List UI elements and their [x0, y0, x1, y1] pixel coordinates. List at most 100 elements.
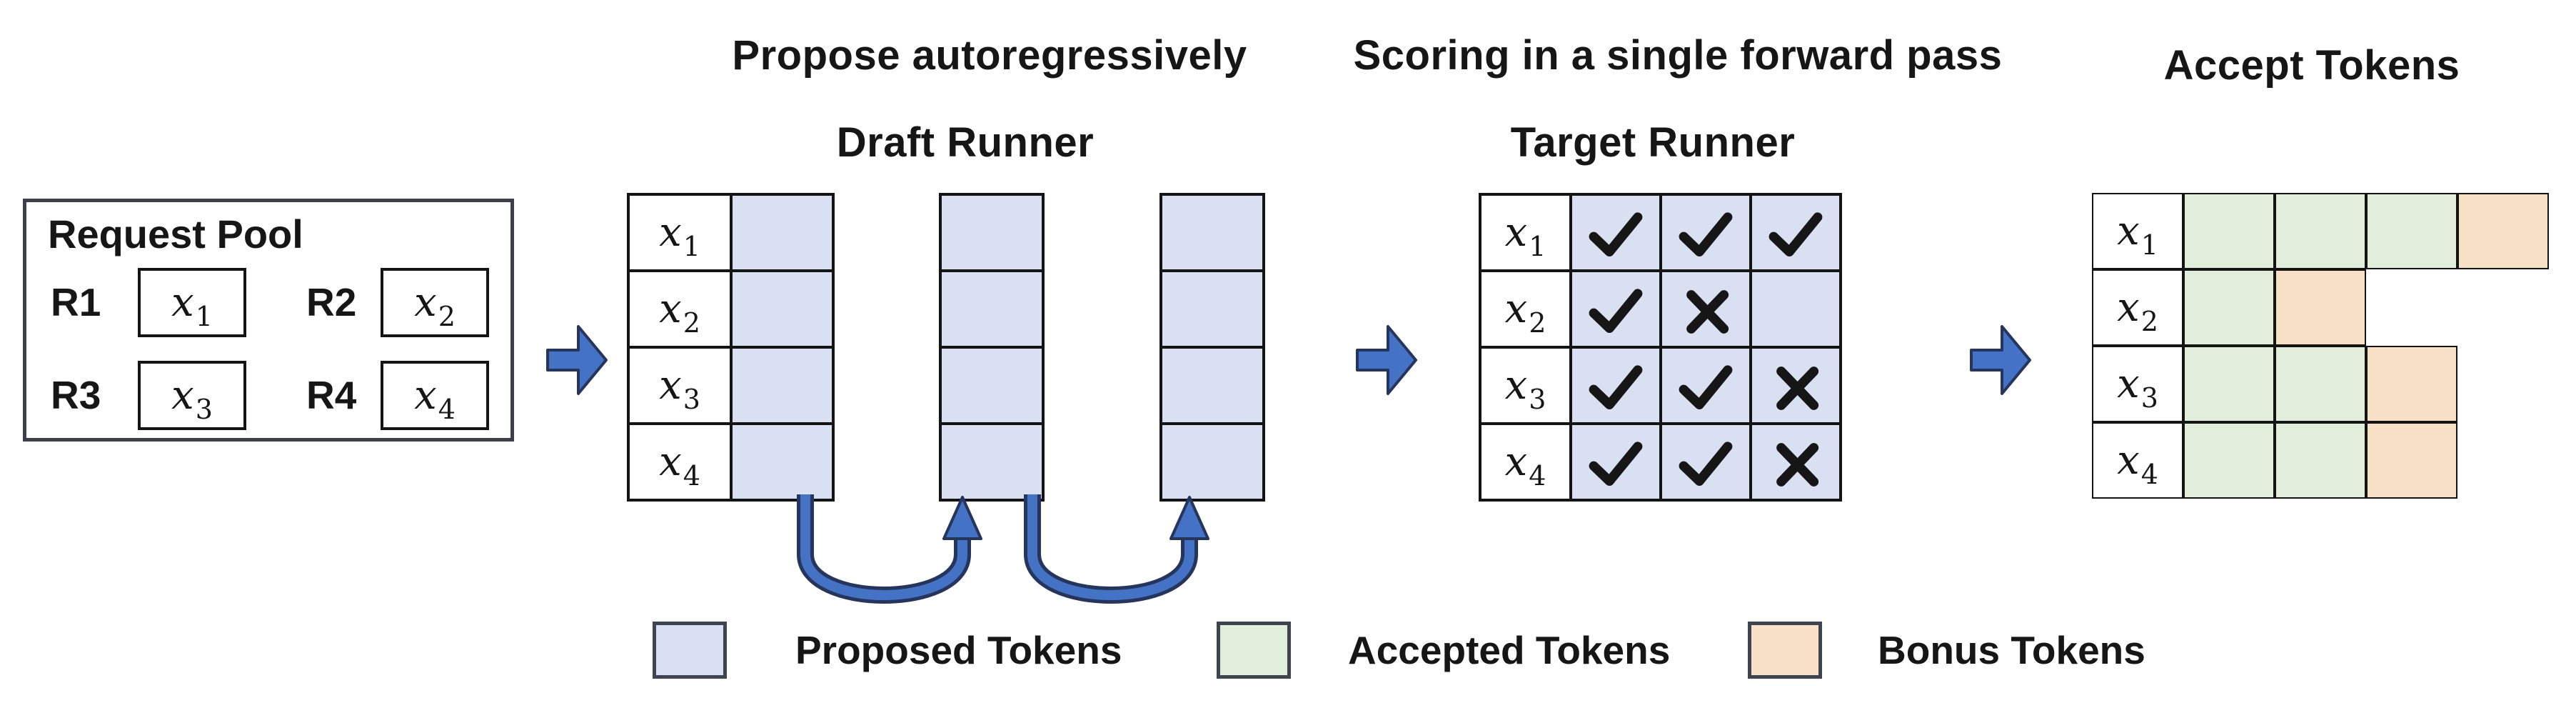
proposed-token-cell — [731, 347, 833, 424]
accepted-token-cell — [2183, 422, 2275, 499]
cross-mark-icon — [1776, 442, 1819, 487]
heading-accept-tokens: Accept Tokens — [2163, 42, 2460, 89]
draft-row-label: x4 — [628, 424, 731, 500]
flow-arrow-icon — [1356, 325, 1417, 395]
accept-tokens-grid: x1 x2 x3 x4 — [2092, 193, 2549, 499]
proposed-tokens-swatch — [653, 622, 727, 679]
draft-proposal-column-2 — [939, 193, 1045, 502]
check-mark-icon — [1679, 211, 1733, 256]
heading-scoring-single-pass: Scoring in a single forward pass — [1353, 32, 2003, 79]
scored-token-cell — [1571, 424, 1661, 500]
check-mark-icon — [1589, 211, 1643, 256]
heading-target-runner: Target Runner — [1510, 119, 1796, 166]
check-mark-icon — [1589, 288, 1643, 333]
scored-token-cell — [1751, 194, 1841, 271]
proposed-token-cell — [731, 194, 833, 271]
legend-label-accepted: Accepted Tokens — [1348, 628, 1671, 672]
flow-arrow-icon — [1970, 325, 2031, 395]
accept-row-label: x2 — [2092, 269, 2183, 346]
accept-row-label: x3 — [2092, 346, 2183, 422]
scored-token-cell — [1661, 424, 1751, 500]
scored-token-cell — [1661, 347, 1751, 424]
token-label: x3 — [659, 362, 700, 415]
token-label: x1 — [171, 279, 213, 332]
proposed-token-cell — [940, 271, 1043, 347]
token-label: x3 — [171, 372, 213, 425]
scored-token-cell — [1571, 194, 1661, 271]
autoregressive-loop-arrows-icon — [797, 494, 1209, 604]
token-label: x2 — [659, 286, 700, 339]
check-mark-icon — [1769, 211, 1823, 256]
proposed-token-cell — [940, 424, 1043, 500]
scored-token-cell — [1661, 194, 1751, 271]
accepted-token-cell — [2275, 346, 2366, 422]
proposed-token-cell — [731, 424, 833, 500]
accept-row: x2 — [2092, 269, 2549, 346]
check-mark-icon — [1589, 441, 1643, 486]
accept-row: x3 — [2092, 346, 2549, 422]
proposed-token-cell — [1161, 271, 1264, 347]
target-row-label: x4 — [1480, 424, 1571, 500]
accept-row: x1 — [2092, 193, 2549, 269]
cross-mark-icon — [1686, 289, 1729, 334]
accepted-token-cell — [2183, 193, 2275, 269]
token-label: x1 — [1504, 209, 1546, 262]
draft-row-label: x2 — [628, 271, 731, 347]
accepted-token-cell — [2275, 193, 2366, 269]
accepted-token-cell — [2183, 346, 2275, 422]
accept-row-label: x4 — [2092, 422, 2183, 499]
check-mark-icon — [1679, 441, 1733, 486]
token-label: x1 — [659, 209, 700, 262]
token-label: x2 — [1504, 286, 1546, 339]
request-id-r3: R3 — [51, 373, 101, 417]
check-mark-icon — [1679, 364, 1733, 409]
request-token-box-r3: x3 — [138, 361, 246, 430]
target-row-label: x1 — [1480, 194, 1571, 271]
accept-row-label: x1 — [2092, 193, 2183, 269]
request-token-box-r2: x2 — [381, 268, 489, 337]
request-id-r2: R2 — [306, 280, 357, 324]
scored-token-cell — [1751, 347, 1841, 424]
token-label: x1 — [2117, 208, 2158, 261]
proposed-token-cell — [1161, 424, 1264, 500]
proposed-token-cell — [1161, 347, 1264, 424]
request-pool-panel: Request Pool R1 x1 R2 x2 R3 x3 R4 x4 — [23, 199, 514, 442]
legend-label-bonus: Bonus Tokens — [1878, 628, 2145, 672]
scored-token-cell — [1751, 424, 1841, 500]
accepted-token-cell — [2183, 269, 2275, 346]
draft-proposal-column-3 — [1159, 193, 1265, 502]
legend-label-proposed: Proposed Tokens — [795, 628, 1122, 672]
token-label: x4 — [659, 439, 700, 492]
accepted-token-cell — [2275, 422, 2366, 499]
scored-token-cell — [1571, 271, 1661, 347]
accept-row: x4 — [2092, 422, 2549, 499]
request-id-r1: R1 — [51, 280, 101, 324]
scored-token-cell — [1571, 347, 1661, 424]
request-id-r4: R4 — [306, 373, 357, 417]
proposed-token-cell — [731, 271, 833, 347]
accepted-token-cell — [2366, 193, 2457, 269]
proposed-token-cell — [940, 347, 1043, 424]
draft-runner-table: x1 x2 x3 x4 — [627, 193, 835, 502]
token-label: x3 — [1504, 362, 1546, 415]
draft-row-label: x3 — [628, 347, 731, 424]
heading-draft-runner: Draft Runner — [836, 119, 1095, 166]
request-token-box-r4: x4 — [381, 361, 489, 430]
scored-token-cell — [1661, 271, 1751, 347]
target-row-label: x2 — [1480, 271, 1571, 347]
scored-token-cell — [1751, 271, 1841, 347]
bonus-token-cell — [2457, 193, 2549, 269]
request-pool-title: Request Pool — [48, 211, 303, 256]
request-token-box-r1: x1 — [138, 268, 246, 337]
bonus-token-cell — [2275, 269, 2366, 346]
cross-mark-icon — [1776, 366, 1819, 410]
bonus-tokens-swatch — [1748, 622, 1822, 679]
token-label: x3 — [2117, 361, 2158, 414]
bonus-token-cell — [2366, 346, 2457, 422]
token-label: x4 — [2117, 437, 2158, 490]
proposed-token-cell — [1161, 194, 1264, 271]
token-label: x4 — [1504, 439, 1546, 492]
token-label: x4 — [414, 372, 456, 425]
token-label: x2 — [414, 279, 456, 332]
token-label: x2 — [2117, 284, 2158, 337]
